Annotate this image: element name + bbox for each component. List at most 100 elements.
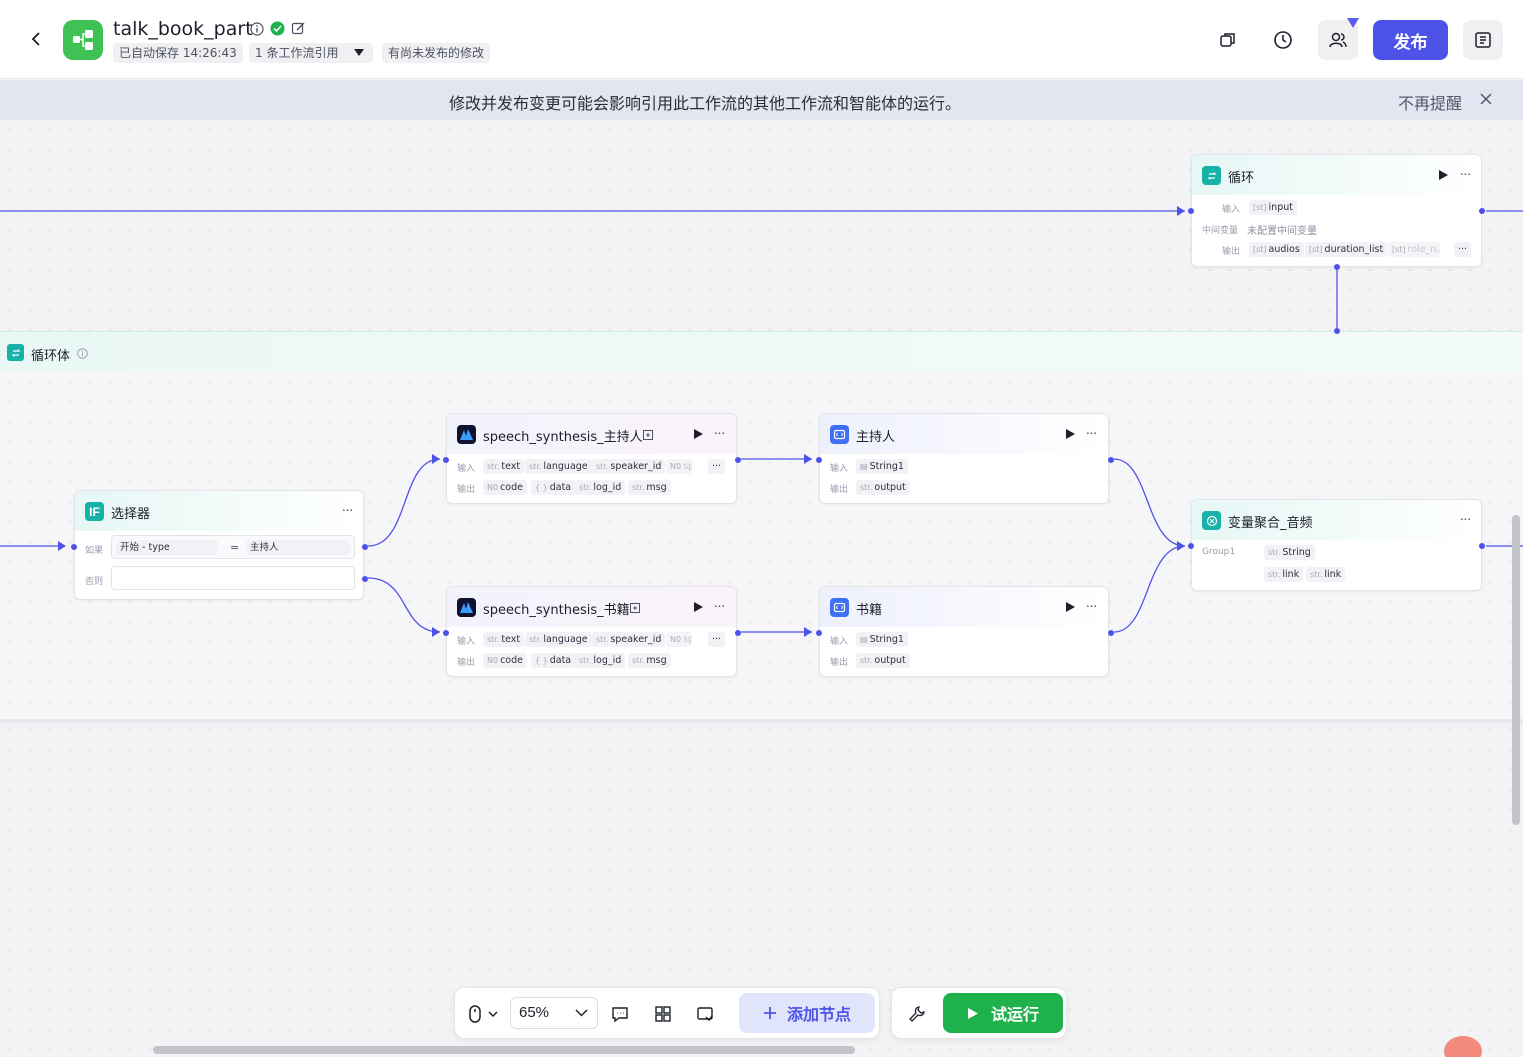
speech-synthesis-node[interactable]: speech_synthesis_书籍 ··· 输入 str.text str.… <box>443 586 741 677</box>
output-tag: str.output <box>856 480 910 495</box>
loop-body-port[interactable] <box>1334 328 1340 334</box>
play-icon[interactable] <box>692 428 704 440</box>
selector-node-header <box>75 491 363 531</box>
workflow-title: talk_book_part <box>113 18 253 40</box>
play-icon[interactable] <box>1064 428 1076 440</box>
output-port[interactable] <box>1108 457 1114 463</box>
banner-message: 修改并发布变更可能会影响引用此工作流的其他工作流和智能体的运行。 <box>448 94 961 113</box>
more-inputs-icon[interactable]: ··· <box>708 632 726 647</box>
premium-badge-icon <box>1347 18 1359 28</box>
else-output-port[interactable] <box>362 576 368 582</box>
node-title: speech_synthesis_书籍 <box>483 603 630 618</box>
duplicate-icon[interactable] <box>1463 20 1503 60</box>
output-label: 输出 <box>830 485 849 495</box>
comment-icon[interactable] <box>607 1001 633 1027</box>
title-icons <box>250 21 306 41</box>
loop-body-port[interactable] <box>1334 264 1340 270</box>
auto-layout-icon[interactable] <box>650 1001 676 1027</box>
close-icon[interactable] <box>1479 92 1495 108</box>
publish-button[interactable]: 发布 <box>1373 20 1448 60</box>
output-port[interactable] <box>735 630 741 636</box>
more-icon[interactable]: ··· <box>1085 597 1098 613</box>
loop-body-title: 循环体 <box>31 349 71 364</box>
condition-right-operand[interactable]: 主持人 <box>246 540 350 555</box>
output-port[interactable] <box>1479 543 1485 549</box>
output-port[interactable] <box>735 457 741 463</box>
condition-operator[interactable]: = <box>230 541 240 554</box>
if-output-port[interactable] <box>362 544 368 550</box>
zoom-select[interactable]: 65% <box>510 997 598 1029</box>
top-bar: talk_book_part 已自动保存 14:26:43 1 条工作流引用 有… <box>0 0 1523 79</box>
assistant-avatar[interactable] <box>1444 1036 1482 1057</box>
variable-aggregate-node[interactable]: 变量聚合_音频 ··· Group1 str.String str.link s… <box>1188 499 1485 591</box>
info-icon[interactable] <box>77 346 88 364</box>
input-port[interactable] <box>1188 543 1194 549</box>
code-node[interactable]: 主持人 ··· 输入 ▤String1 输出 str.output <box>816 413 1114 504</box>
node-title: 变量聚合_音频 <box>1228 516 1313 531</box>
node-header <box>447 414 736 454</box>
code-icon <box>830 598 849 617</box>
node-header <box>447 587 736 627</box>
loop-node[interactable]: 循环 ··· 输入 [st]input 中间变量 未配置中间变量 输出 [st]… <box>1188 154 1485 270</box>
play-icon[interactable] <box>1437 169 1449 181</box>
test-run-button[interactable]: 试运行 <box>943 993 1063 1033</box>
plugin-link-icon[interactable] <box>630 603 640 613</box>
output-tag: str.msg <box>628 653 671 668</box>
history-icon[interactable] <box>1263 20 1303 60</box>
input-port[interactable] <box>443 457 449 463</box>
input-port[interactable] <box>443 630 449 636</box>
output-tag: [st]role_n... <box>1388 242 1440 257</box>
output-port[interactable] <box>1479 208 1485 214</box>
condition-row[interactable]: 开始 - type = 主持人 <box>111 535 355 559</box>
workflow-references-dropdown[interactable]: 1 条工作流引用 <box>249 43 373 63</box>
play-icon[interactable] <box>692 601 704 613</box>
input-port[interactable] <box>1188 208 1194 214</box>
condition-left-operand[interactable]: 开始 - type <box>116 540 218 555</box>
more-icon[interactable]: ··· <box>1459 510 1472 526</box>
input-port[interactable] <box>816 630 822 636</box>
more-icon[interactable]: ··· <box>1085 424 1098 440</box>
references-label: 1 条工作流引用 <box>255 46 339 60</box>
play-icon[interactable] <box>1064 601 1076 613</box>
output-label: 输出 <box>830 658 849 668</box>
output-tag: str.log_id <box>575 653 626 668</box>
dont-remind-button[interactable]: 不再提醒 <box>1398 94 1463 113</box>
output-port[interactable] <box>1108 630 1114 636</box>
speech-synthesis-node[interactable]: speech_synthesis_主持人 ··· 输入 str.text str… <box>443 413 741 504</box>
else-row[interactable] <box>111 566 355 590</box>
input-port[interactable] <box>71 544 77 550</box>
unpublished-status: 有尚未发布的修改 <box>382 43 491 63</box>
more-icon[interactable]: ··· <box>1459 165 1472 181</box>
input-label: 输入 <box>830 464 849 474</box>
output-tag: str.log_id <box>575 480 626 495</box>
if-icon: IF <box>85 502 104 521</box>
more-icon[interactable]: ··· <box>341 501 354 517</box>
input-tag: ▤String1 <box>856 459 908 474</box>
more-inputs-icon[interactable]: ··· <box>708 459 726 474</box>
selector-node[interactable]: IF 选择器 ··· 如果 开始 - type = 主持人 否则 <box>71 490 368 600</box>
add-node-button[interactable]: 添加节点 <box>739 993 875 1033</box>
plugin-link-icon[interactable] <box>643 430 653 440</box>
horizontal-scrollbar[interactable] <box>153 1046 855 1054</box>
group-label: Group1 <box>1202 547 1236 557</box>
collaborators-icon[interactable] <box>1318 18 1359 60</box>
output-tag: [st]duration_list <box>1305 242 1388 257</box>
wrench-icon[interactable] <box>904 1001 930 1027</box>
output-label: 输出 <box>457 485 476 495</box>
vertical-scrollbar[interactable] <box>1512 515 1520 825</box>
copy-icon[interactable] <box>1208 20 1248 60</box>
code-node[interactable]: 书籍 ··· 输入 ▤String1 输出 str.output <box>816 586 1114 677</box>
edit-icon[interactable] <box>291 21 306 41</box>
more-icon[interactable]: ··· <box>713 424 726 440</box>
minimap-icon[interactable] <box>692 1001 718 1027</box>
output-label: 输出 <box>457 658 476 668</box>
input-port[interactable] <box>816 457 822 463</box>
mouse-mode-icon[interactable] <box>463 1001 503 1027</box>
info-icon[interactable] <box>250 21 264 41</box>
back-arrow-icon[interactable] <box>26 28 48 50</box>
input-label: 输入 <box>457 464 476 474</box>
more-outputs-icon[interactable]: ··· <box>1454 242 1472 257</box>
more-icon[interactable]: ··· <box>713 597 726 613</box>
